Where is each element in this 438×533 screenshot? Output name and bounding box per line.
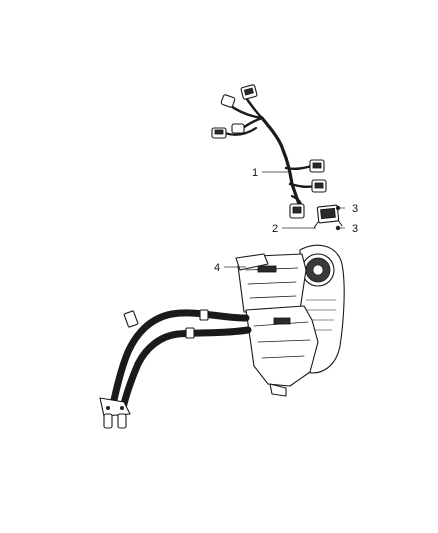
connector-middle xyxy=(231,123,245,134)
connector-top xyxy=(240,84,258,100)
connector-left xyxy=(211,127,227,139)
connector-upper-left xyxy=(220,94,236,108)
callout-4: 4 xyxy=(214,262,220,274)
screw-upper[interactable] xyxy=(335,205,341,211)
connector-right-lower xyxy=(311,179,327,193)
screw-lower[interactable] xyxy=(335,225,341,231)
wire-harness[interactable] xyxy=(211,84,327,219)
blower-motor-resistor[interactable] xyxy=(313,204,343,229)
hvac-housing[interactable] xyxy=(99,244,345,429)
callout-3-upper: 3 xyxy=(352,203,358,215)
leader-lines xyxy=(224,171,345,268)
connector-lower xyxy=(289,203,305,219)
connector-right-upper xyxy=(309,159,325,173)
callout-3-lower: 3 xyxy=(352,223,358,235)
callout-1: 1 xyxy=(252,167,258,179)
callout-2: 2 xyxy=(272,223,278,235)
